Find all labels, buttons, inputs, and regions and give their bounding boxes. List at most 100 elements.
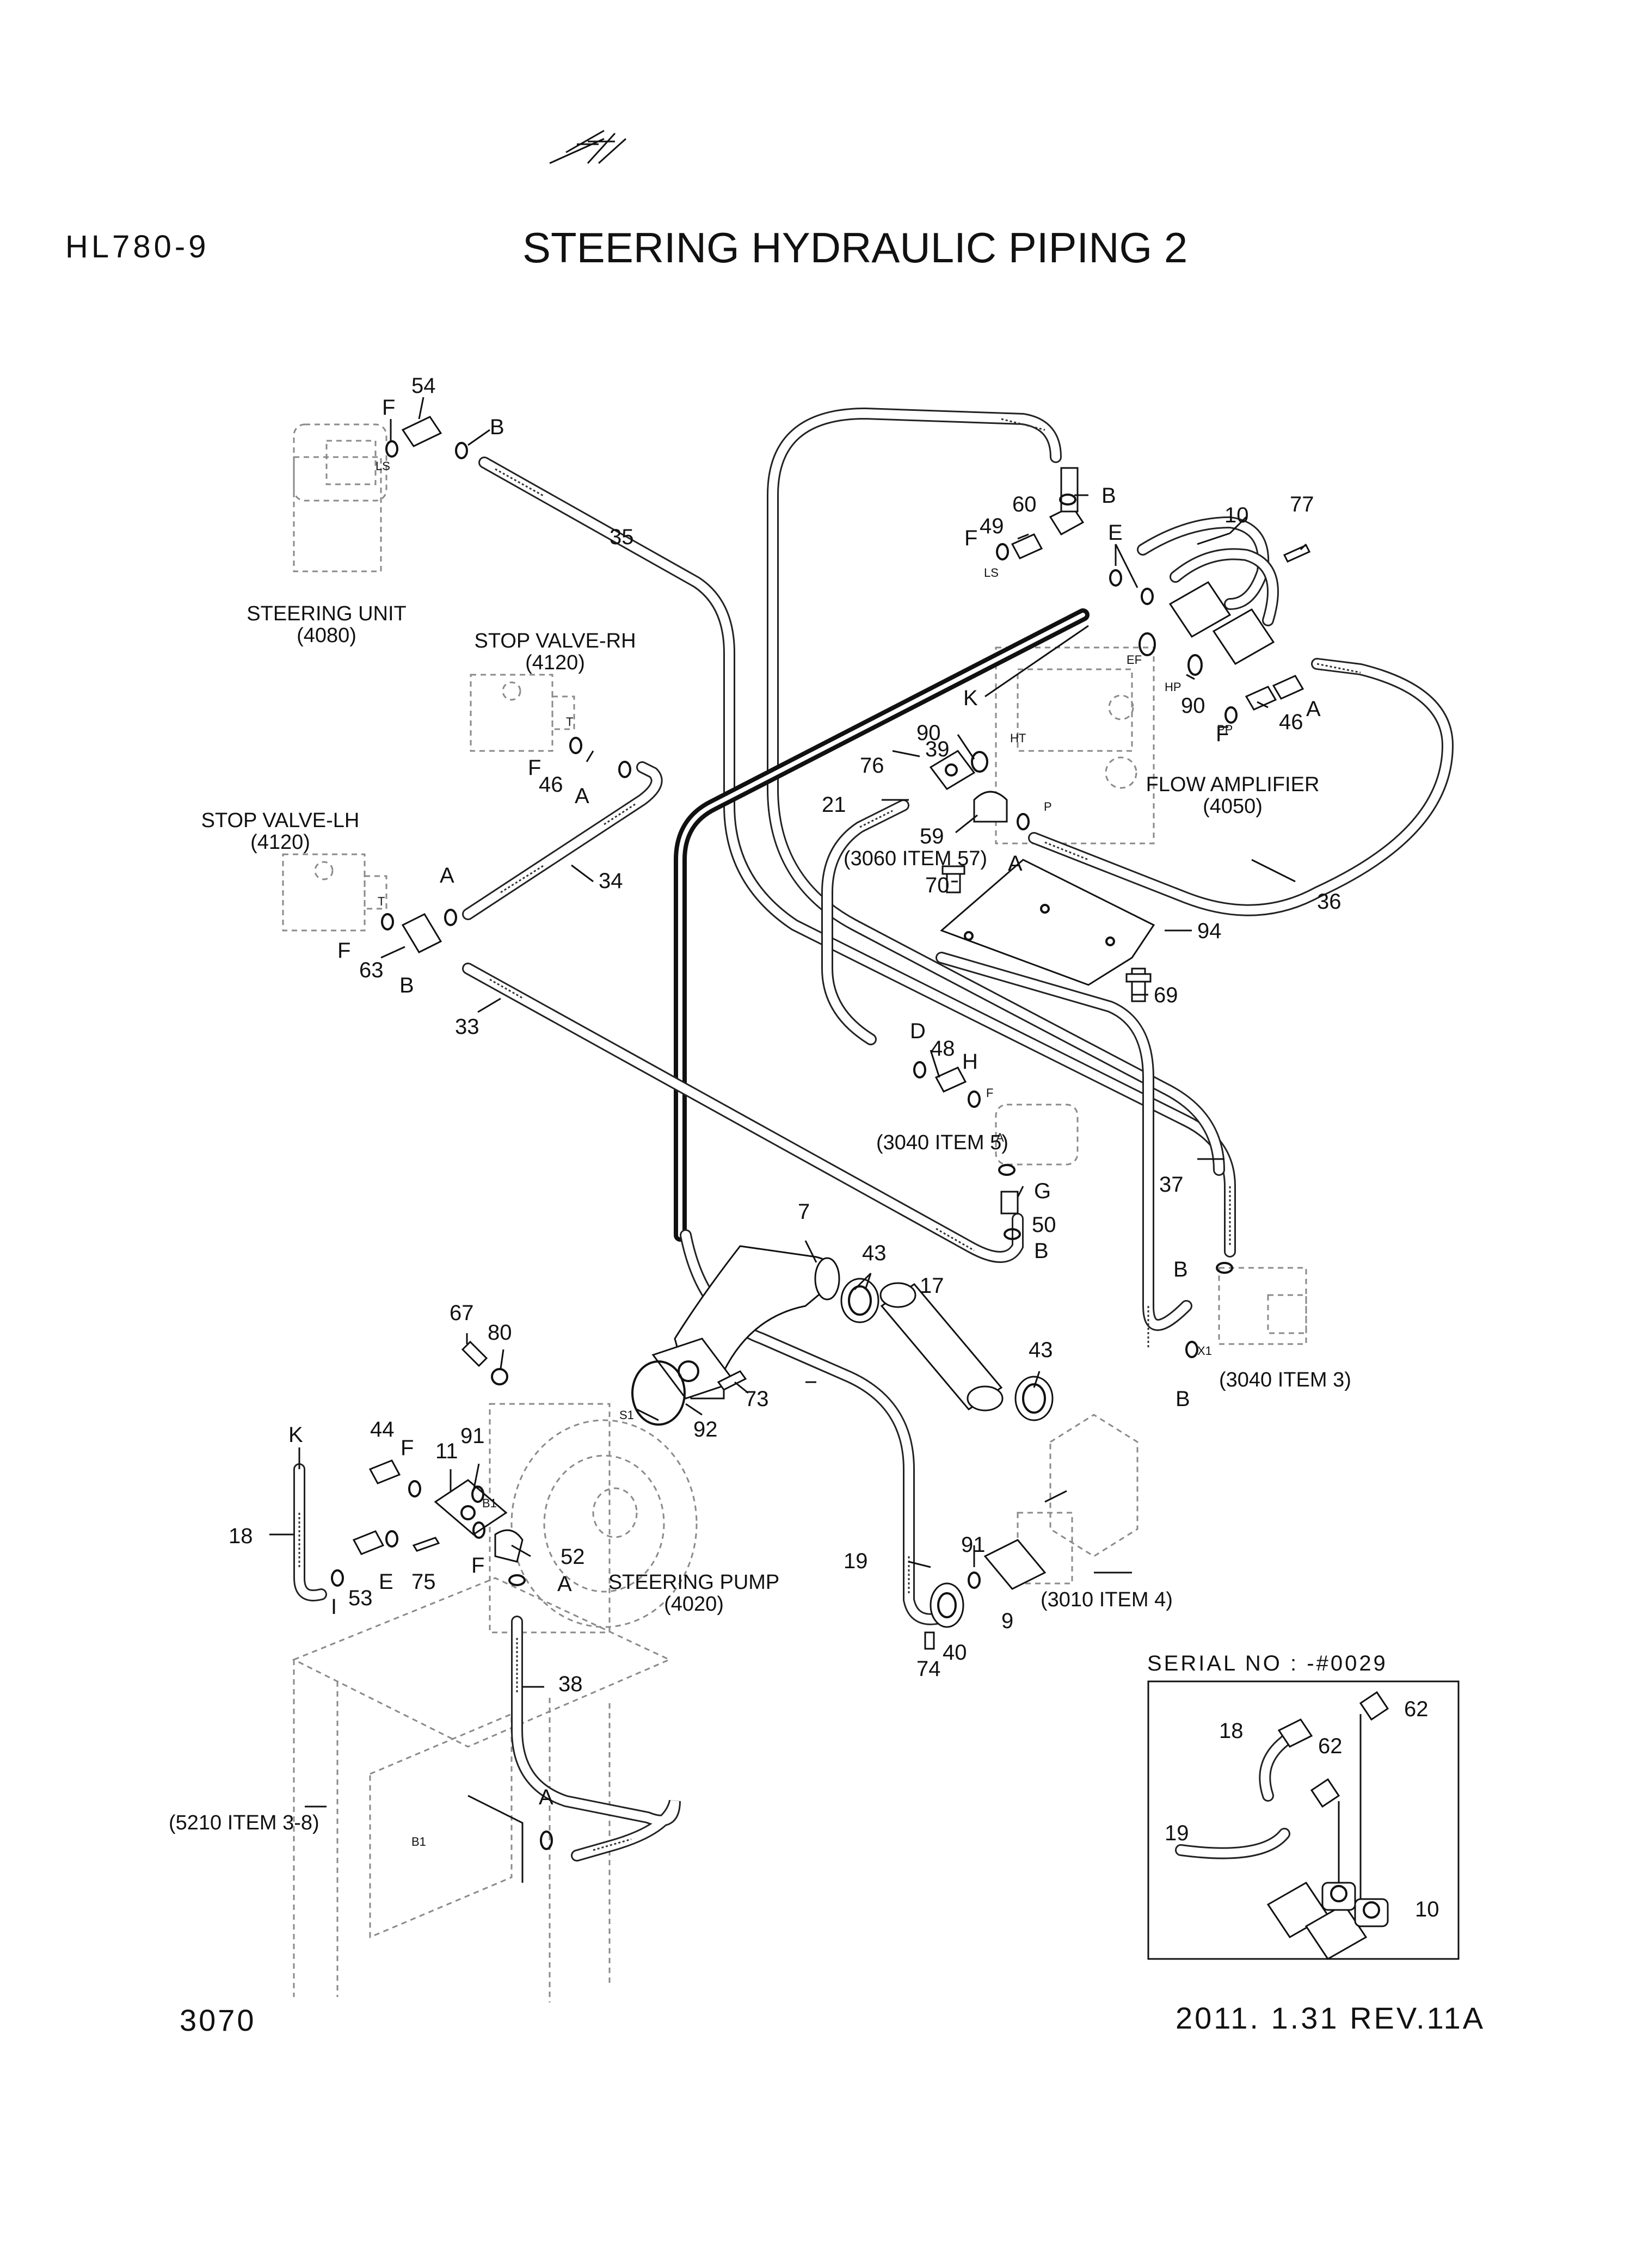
port-letter-a-lh: A	[440, 864, 454, 888]
stop-valve-lh-code: (4120)	[250, 831, 310, 854]
callout-60: 60	[1012, 492, 1037, 516]
fitting-63	[401, 913, 442, 953]
callout-48: 48	[931, 1037, 955, 1061]
revision-date: 2011. 1.31 REV.11A	[1176, 2001, 1486, 2035]
inset-callout-19: 19	[1165, 1821, 1189, 1845]
ref-3040-item5: (3040 ITEM 5)	[876, 1131, 1008, 1154]
mark-a-3040: A	[996, 1131, 1004, 1144]
port-letter-a-rh: A	[575, 784, 589, 808]
callout-73: 73	[744, 1387, 769, 1411]
callout-7: 7	[798, 1200, 810, 1224]
steering-pump-code: (4020)	[664, 1593, 724, 1616]
tube-10	[1137, 516, 1279, 665]
fitting-54	[401, 416, 442, 447]
port-letter-b-lh: B	[399, 973, 414, 997]
model-number: HL780-9	[65, 229, 210, 264]
port-letters: F B B F E K A F F A A A F B D H G B B B …	[288, 396, 1321, 1809]
fitting-52	[494, 1529, 524, 1563]
bolt-67	[461, 1340, 488, 1367]
port-letter-b-3040: B	[1173, 1258, 1188, 1281]
callout-9: 9	[1001, 1609, 1013, 1633]
hose-34	[462, 761, 663, 920]
ref-5210-item3-8: (5210 ITEM 3-8)	[169, 1811, 319, 1834]
inset-callout-62-top: 62	[1404, 1697, 1429, 1721]
fitting-60	[1049, 467, 1085, 535]
callout-39: 39	[925, 737, 950, 761]
callout-35: 35	[610, 525, 634, 549]
port-letter-f-steering: F	[382, 396, 395, 420]
mark-ls-amp: LS	[984, 566, 999, 580]
stop-valve-rh-label: STOP VALVE-RH	[474, 630, 636, 652]
callout-54: 54	[411, 374, 436, 398]
bolt-77	[1283, 544, 1311, 563]
hose-21	[821, 799, 909, 1045]
callout-63: 63	[359, 958, 384, 982]
port-letter-a-plate: A	[1008, 852, 1023, 876]
fitting-49	[1011, 533, 1043, 559]
port-letter-a-frame: A	[539, 1785, 553, 1809]
mark-t-rh: T	[566, 715, 573, 729]
port-letter-f-pp: F	[1216, 722, 1229, 746]
callout-80: 80	[488, 1321, 512, 1345]
hose-36	[1028, 658, 1454, 916]
callout-44: 44	[370, 1418, 395, 1441]
callout-43-lower: 43	[1029, 1338, 1053, 1362]
flow-amplifier-drawing	[995, 646, 1155, 845]
inset-callout-10: 10	[1415, 1897, 1439, 1921]
o-rings	[331, 440, 1238, 1850]
port-letter-f-rh: F	[528, 756, 541, 780]
port-marks: LS LS EF HP PP HT P T T F A X1 S1 B1 B1	[376, 459, 1233, 1848]
hose-k-line	[674, 608, 1090, 1242]
port-letter-d: D	[910, 1019, 926, 1043]
port-letter-f-pump-low: F	[471, 1554, 484, 1577]
stop-valve-lh-drawing	[282, 853, 387, 932]
bolt-74	[924, 1631, 935, 1650]
component-labels: STEERING UNIT (4080) STOP VALVE-RH (4120…	[201, 602, 1320, 1616]
callout-33: 33	[455, 1015, 479, 1039]
inset-callout-18: 18	[1219, 1719, 1244, 1743]
callout-37: 37	[1159, 1173, 1184, 1197]
callout-49: 49	[980, 514, 1004, 538]
stop-valve-rh-drawing	[470, 674, 575, 752]
port-letter-b-amp: B	[1101, 484, 1116, 508]
mark-f-3040: F	[986, 1086, 993, 1100]
hose-18	[293, 1463, 327, 1601]
page-title: STEERING HYDRAULIC PIPING 2	[522, 224, 1188, 272]
bolt-75	[412, 1537, 440, 1552]
port-letter-f-pump: F	[401, 1436, 414, 1460]
page-number: 3070	[180, 2003, 256, 2037]
callout-40: 40	[943, 1641, 967, 1665]
reference-labels: (3060 ITEM 57) (3040 ITEM 5) (3040 ITEM …	[169, 847, 1351, 1834]
fitting-48	[934, 1067, 967, 1093]
callout-34: 34	[599, 869, 623, 893]
bolt-69	[1125, 967, 1152, 1002]
inset-serial-title: SERIAL NO : -#0029	[1147, 1651, 1388, 1675]
fitting-53	[352, 1530, 385, 1555]
bracket-plate-94	[940, 859, 1155, 986]
callout-50: 50	[1032, 1213, 1056, 1237]
port-letter-f-amp: F	[964, 526, 977, 550]
callout-11: 11	[435, 1439, 458, 1463]
mark-p: P	[1044, 800, 1052, 813]
mark-s1: S1	[619, 1408, 634, 1422]
mark-hp: HP	[1165, 680, 1181, 694]
valve-3040-item5-drawing	[995, 1104, 1079, 1166]
fitting-50	[1000, 1191, 1019, 1215]
fitting-59	[973, 791, 1008, 823]
valve-3010-item4-drawing	[1017, 1414, 1138, 1585]
port-letter-b-50: B	[1034, 1239, 1049, 1263]
stop-valve-rh-code: (4120)	[525, 651, 585, 674]
callout-76: 76	[860, 754, 884, 778]
port-letter-b-steering: B	[490, 415, 504, 439]
port-letter-e: E	[1108, 521, 1123, 545]
callout-94: 94	[1197, 919, 1222, 943]
callout-90-right: 90	[1181, 694, 1205, 718]
callout-75: 75	[411, 1570, 436, 1594]
callout-70: 70	[925, 873, 950, 897]
port-letter-h: H	[962, 1050, 978, 1074]
callout-52: 52	[561, 1545, 585, 1569]
mark-b1-pump: B1	[482, 1496, 497, 1510]
flow-amplifier-code: (4050)	[1203, 795, 1263, 818]
pump-block-11	[434, 1479, 508, 1536]
